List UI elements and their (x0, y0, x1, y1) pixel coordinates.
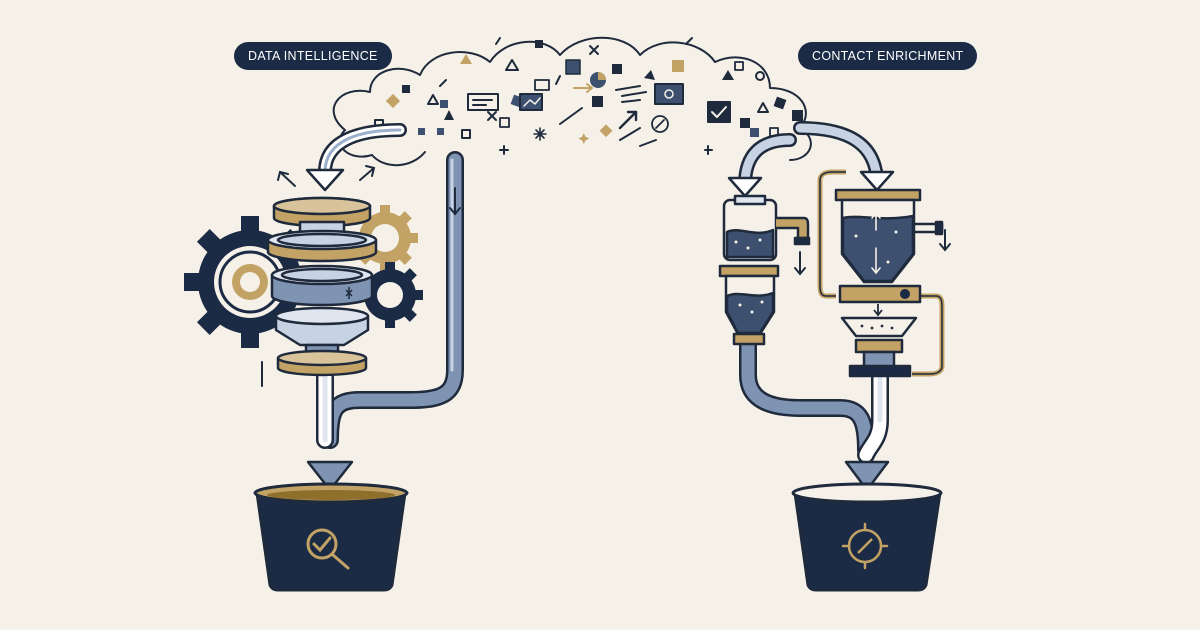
data-cloud (332, 36, 812, 167)
extraction-column-right (817, 169, 945, 378)
compass-icon (841, 522, 889, 570)
data-intelligence-bucket (253, 482, 409, 592)
magnifier-check-icon (306, 528, 350, 570)
data-intelligence-label: DATA INTELLIGENCE (234, 42, 392, 70)
contact-enrichment-bucket (791, 482, 943, 592)
extraction-column-left (718, 194, 811, 346)
filter-stack (266, 196, 378, 377)
contact-enrichment-label: CONTACT ENRICHMENT (798, 42, 978, 70)
data-fragments (374, 37, 803, 180)
flow-arrows (305, 168, 895, 492)
pipes (316, 121, 889, 464)
